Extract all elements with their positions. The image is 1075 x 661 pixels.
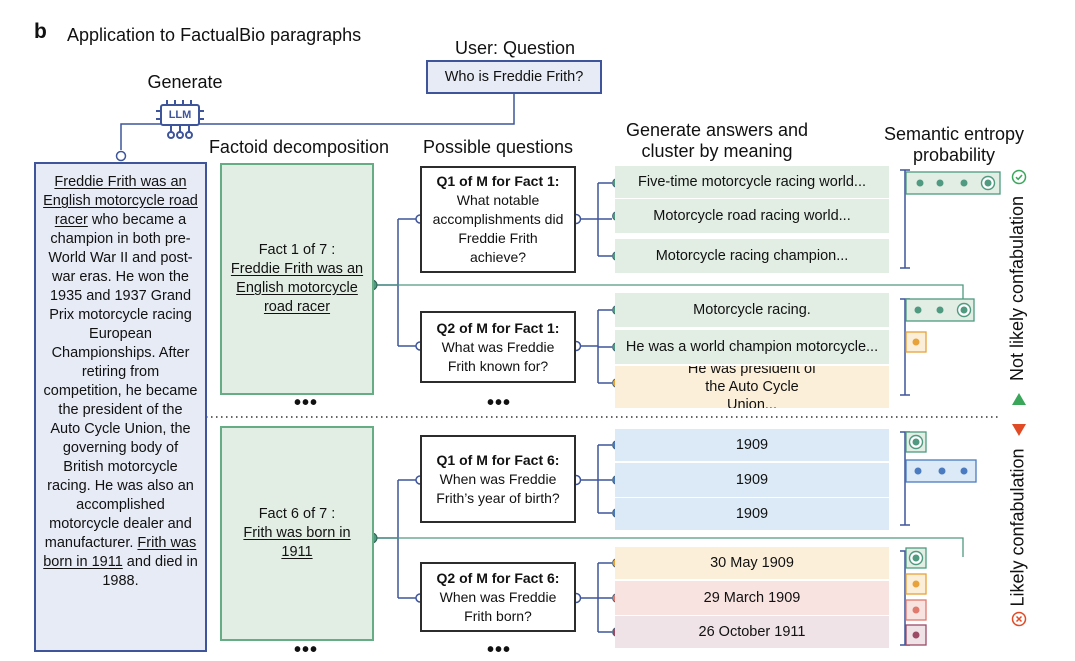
not-likely-confabulation-label: Not likely confabulation [1007, 195, 1028, 381]
cluster-dot [914, 306, 922, 314]
paragraph-box: Freddie Frith was an English motorcycle … [34, 162, 207, 652]
question-text: What notable accomplishments did Freddie… [432, 192, 564, 265]
down-triangle-icon [1011, 423, 1027, 437]
question-title: Q2 of M for Fact 6: [436, 569, 560, 586]
llm-chip-icon: LLM [152, 96, 210, 142]
answer-box: He was president of the Auto Cycle Union… [615, 366, 889, 408]
cluster-dot [912, 606, 920, 614]
ellipsis: ••• [293, 392, 318, 414]
semantic-entropy-header: Semantic entropy probability [876, 124, 1032, 166]
answer-box: Five-time motorcycle racing world... [615, 166, 889, 198]
fact-to-question-line [372, 218, 420, 347]
up-triangle-icon [1011, 392, 1027, 406]
question-title: Q1 of M for Fact 1: [436, 173, 560, 189]
answer-bracket-line [576, 309, 612, 384]
cluster-dot [914, 467, 922, 475]
answer-bracket-line [576, 562, 612, 633]
question-text: What was Freddie Frith known for? [441, 338, 555, 374]
cluster-dot [912, 438, 920, 446]
cluster-box [905, 171, 1001, 195]
factoid-decomposition-header: Factoid decomposition [208, 137, 390, 157]
generate-answers-header: Generate answers and cluster by meaning [612, 120, 822, 162]
answer-box: Motorcycle racing. [615, 293, 889, 327]
fact-1-header: Fact 1 of 7 : [258, 242, 336, 258]
cluster-dot [912, 631, 920, 639]
cluster-dot [912, 580, 920, 588]
answer-box: 1909 [615, 429, 889, 461]
fact-box-1: Fact 1 of 7 : Freddie Frith was an Engli… [220, 163, 374, 395]
panel-title: Application to FactualBio paragraphs [67, 25, 362, 45]
entropy-link-line [372, 284, 964, 303]
entropy-link-line [372, 537, 964, 557]
paragraph-text-1: who became a champion in both pre-World … [43, 212, 198, 551]
semantic-entropy-header-line2: probability [912, 145, 996, 165]
paragraph-port [115, 150, 127, 162]
cluster-dot [936, 306, 944, 314]
generate-answers-header-line2: cluster by meaning [641, 141, 793, 161]
cluster-dot [960, 179, 968, 187]
question-box-fact6-q1: Q1 of M for Fact 6: When was Freddie Fri… [420, 435, 576, 523]
cluster-dot [938, 467, 946, 475]
answer-box: Motorcycle road racing world... [615, 199, 889, 233]
cluster-dot [984, 179, 992, 187]
likely-confabulation-label: Likely confabulation [1007, 447, 1028, 607]
question-title: Q1 of M for Fact 6: [436, 451, 560, 468]
question-box-fact6-q2: Q2 of M for Fact 6: When was Freddie Fri… [420, 562, 576, 632]
check-circle-icon [1011, 169, 1027, 185]
cluster-dot [936, 179, 944, 187]
question-text: When was Freddie Frith’s year of birth? [436, 470, 560, 506]
user-question-label: User: Question [454, 38, 576, 58]
answer-box: 1909 [615, 463, 889, 497]
cluster-dot [916, 179, 924, 187]
answer-bracket-line [576, 182, 612, 257]
ellipsis: ••• [486, 392, 511, 414]
ellipsis: ••• [486, 639, 511, 661]
paragraph-underlined-1: Freddie Frith was an English motorcycle … [43, 174, 198, 228]
question-to-paragraph-line [120, 94, 515, 150]
llm-label: LLM [168, 109, 192, 121]
cluster-dot [912, 338, 920, 346]
answer-box: 26 October 1911 [615, 616, 889, 648]
generate-answers-header-line1: Generate answers and [625, 120, 809, 140]
answer-box: He was a world champion motorcycle... [615, 330, 889, 364]
possible-questions-header: Possible questions [422, 137, 574, 157]
ellipsis: ••• [293, 639, 318, 661]
paragraph-text-2: and died in 1988. [102, 554, 198, 589]
user-question-box: Who is Freddie Frith? [426, 60, 602, 94]
cluster-dot [960, 467, 968, 475]
cluster-dot [912, 554, 920, 562]
fact-1-text: Freddie Frith was an English motorcycle … [230, 261, 364, 315]
entropy-bracket [900, 169, 910, 269]
cross-circle-icon [1011, 611, 1027, 627]
answer-box: 29 March 1909 [615, 581, 889, 615]
fact-6-text: Frith was born in 1911 [243, 525, 351, 560]
answer-bracket-line [576, 444, 612, 514]
semantic-entropy-header-line1: Semantic entropy [883, 124, 1025, 144]
paragraph-underlined-2: Frith was born in 1911 [43, 535, 197, 570]
fact-to-question-line [372, 479, 420, 599]
fact-6-header: Fact 6 of 7 : [258, 506, 336, 522]
answer-box: Motorcycle racing champion... [615, 239, 889, 273]
question-title: Q2 of M for Fact 1: [436, 319, 560, 336]
answer-box: 30 May 1909 [615, 547, 889, 579]
panel-letter: b [34, 20, 47, 43]
generate-label: Generate [147, 72, 223, 92]
question-text: When was Freddie Frith born? [439, 588, 557, 624]
answer-box: 1909 [615, 498, 889, 530]
question-box-fact1-q1: Q1 of M for Fact 1: What notable accompl… [420, 166, 576, 273]
cluster-dot [960, 306, 968, 314]
question-box-fact1-q2: Q2 of M for Fact 1: What was Freddie Fri… [420, 311, 576, 383]
fact-box-6: Fact 6 of 7 : Frith was born in 1911 [220, 426, 374, 641]
